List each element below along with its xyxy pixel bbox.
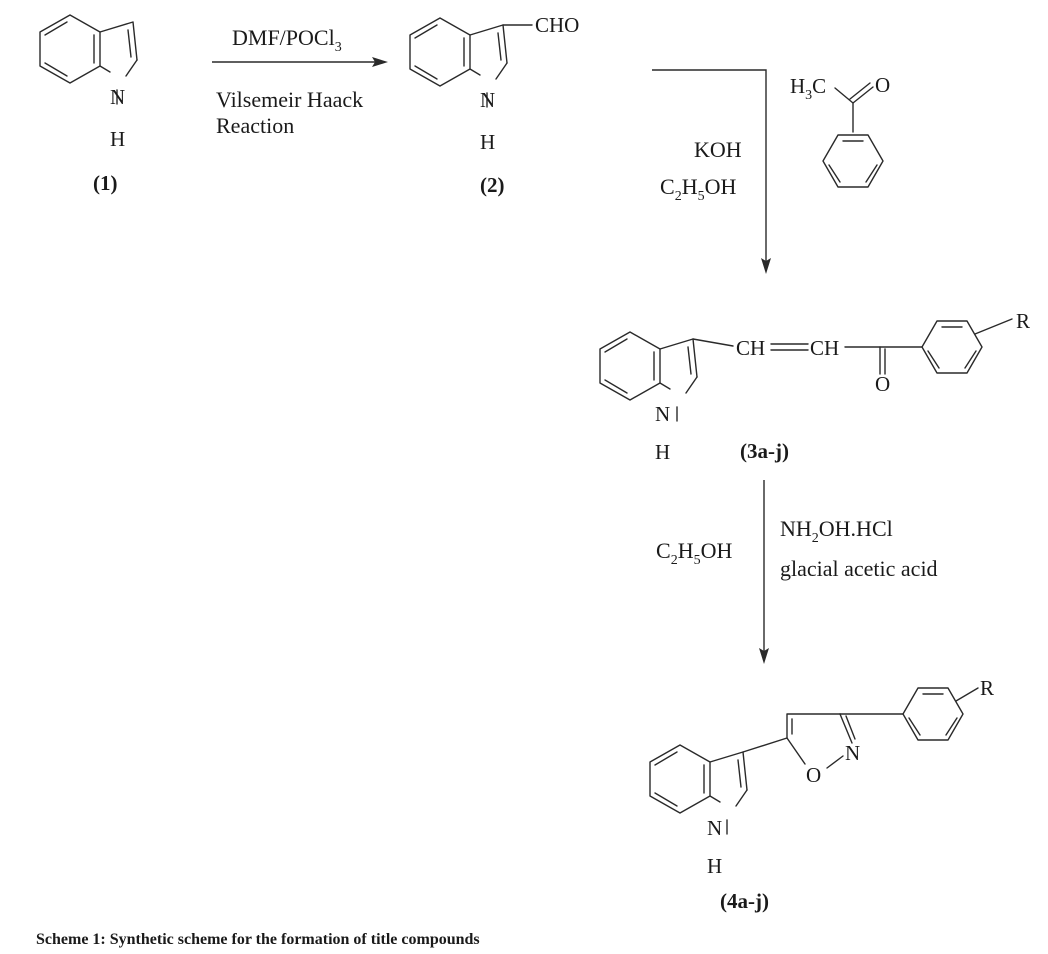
- compound-4-ring-nitrogen: N: [845, 741, 860, 765]
- compound-1-hydrogen: H: [110, 127, 125, 151]
- compound-3-label: (3a-j): [740, 439, 789, 463]
- compound-3-chalcone: CH CH O R N H (3a-j): [599, 309, 1030, 464]
- acetophenone-methyl: H3C: [790, 74, 826, 103]
- compound-4-label: (4a-j): [720, 889, 769, 913]
- compound-4-nitrogen: N: [707, 816, 722, 840]
- step1-arrow: [212, 57, 388, 67]
- compound-3-nitrogen: N: [655, 402, 670, 426]
- compound-1-nitrogen: N: [110, 85, 125, 109]
- compound-2-label: (2): [480, 173, 505, 197]
- step2-base: KOH: [694, 137, 742, 162]
- compound-2-cho: CHO: [535, 13, 579, 37]
- compound-3-carbonyl-oxygen: O: [875, 372, 890, 396]
- step3-acid: glacial acetic acid: [780, 556, 938, 581]
- acetophenone-oxygen: O: [875, 73, 890, 97]
- step3-solvent: C2H5OH: [656, 538, 732, 568]
- step1-reaction-name: Vilsemeir Haack: [216, 87, 363, 112]
- compound-4-isoxazole: N H O N R (4a-j): [649, 676, 994, 913]
- compound-2-indole-3-carbaldehyde: CHO N H (2): [409, 13, 579, 197]
- step3-reagent: NH2OH.HCl: [780, 516, 893, 546]
- step1-reagent: DMF/POCl3: [232, 25, 342, 55]
- compound-4-r-group: R: [980, 676, 994, 700]
- scheme-caption: Scheme 1: Synthetic scheme for the forma…: [36, 931, 480, 948]
- compound-1-label: (1): [93, 171, 118, 195]
- compound-3-ch-1: CH: [736, 336, 765, 360]
- compound-3-ch-2: CH: [810, 336, 839, 360]
- compound-2-nitrogen: N: [480, 88, 495, 112]
- step1-reaction-name-line2: Reaction: [216, 113, 294, 138]
- step3-arrow: [759, 480, 769, 664]
- acetophenone-reagent: H3C O: [790, 73, 890, 188]
- compound-3-hydrogen: H: [655, 440, 670, 464]
- compound-4-hydrogen: H: [707, 854, 722, 878]
- step2-solvent: C2H5OH: [660, 174, 736, 204]
- step2-arrow: [652, 69, 771, 274]
- compound-3-r-group: R: [1016, 309, 1030, 333]
- compound-2-hydrogen: H: [480, 130, 495, 154]
- compound-1-indole: N H (1): [39, 14, 138, 195]
- compound-4-ring-oxygen: O: [806, 763, 821, 787]
